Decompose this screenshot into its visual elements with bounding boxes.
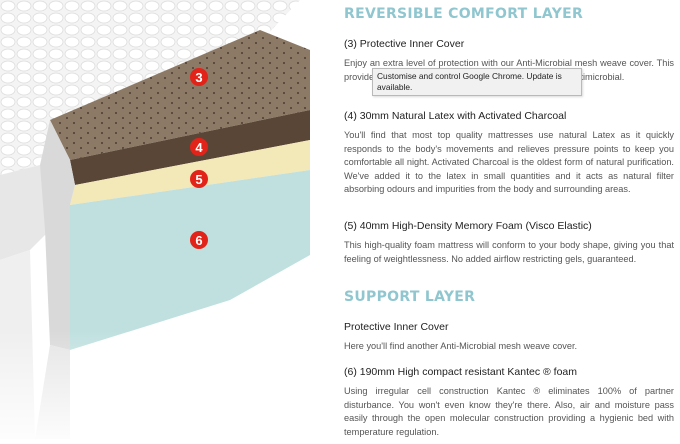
memory-foam-layer: [70, 140, 310, 205]
svg-text:6: 6: [195, 233, 202, 248]
support-layer-heading: SUPPORT LAYER: [344, 289, 476, 305]
charcoal-layer: [70, 110, 310, 185]
item-title-memory-foam: (5) 40mm High-Density Memory Foam (Visco…: [344, 220, 592, 232]
item-body-natural-latex: You'll find that most top quality mattre…: [344, 130, 674, 195]
kantec-layer: [70, 170, 310, 350]
marker-3: 3: [190, 68, 208, 86]
item-body-kantec-foam: Using irregular cell construction Kantec…: [344, 386, 674, 437]
item-title-protective-cover: (3) Protective Inner Cover: [344, 38, 465, 50]
item-body-support-cover: Here you'll find another Anti-Microbial …: [344, 341, 578, 351]
chrome-update-tooltip: Customise and control Google Chrome. Upd…: [372, 68, 582, 96]
marker-4: 4: [190, 138, 208, 156]
layers-description: REVERSIBLE COMFORT LAYER (3) Protective …: [344, 0, 674, 439]
marker-6: 6: [190, 231, 208, 249]
item-title-kantec-foam: (6) 190mm High compact resistant Kantec …: [344, 366, 577, 378]
item-title-support-cover: Protective Inner Cover: [344, 321, 449, 333]
marker-5: 5: [190, 170, 208, 188]
svg-text:3: 3: [195, 70, 202, 85]
item-body-memory-foam: This high-quality foam mattress will con…: [344, 240, 674, 264]
item-title-natural-latex: (4) 30mm Natural Latex with Activated Ch…: [344, 110, 567, 122]
svg-text:4: 4: [195, 140, 203, 155]
mattress-illustration: 3 4 5 6: [0, 0, 336, 439]
cover-side: [0, 165, 50, 260]
reversible-comfort-layer-heading: REVERSIBLE COMFORT LAYER: [344, 6, 584, 22]
svg-text:5: 5: [195, 172, 202, 187]
